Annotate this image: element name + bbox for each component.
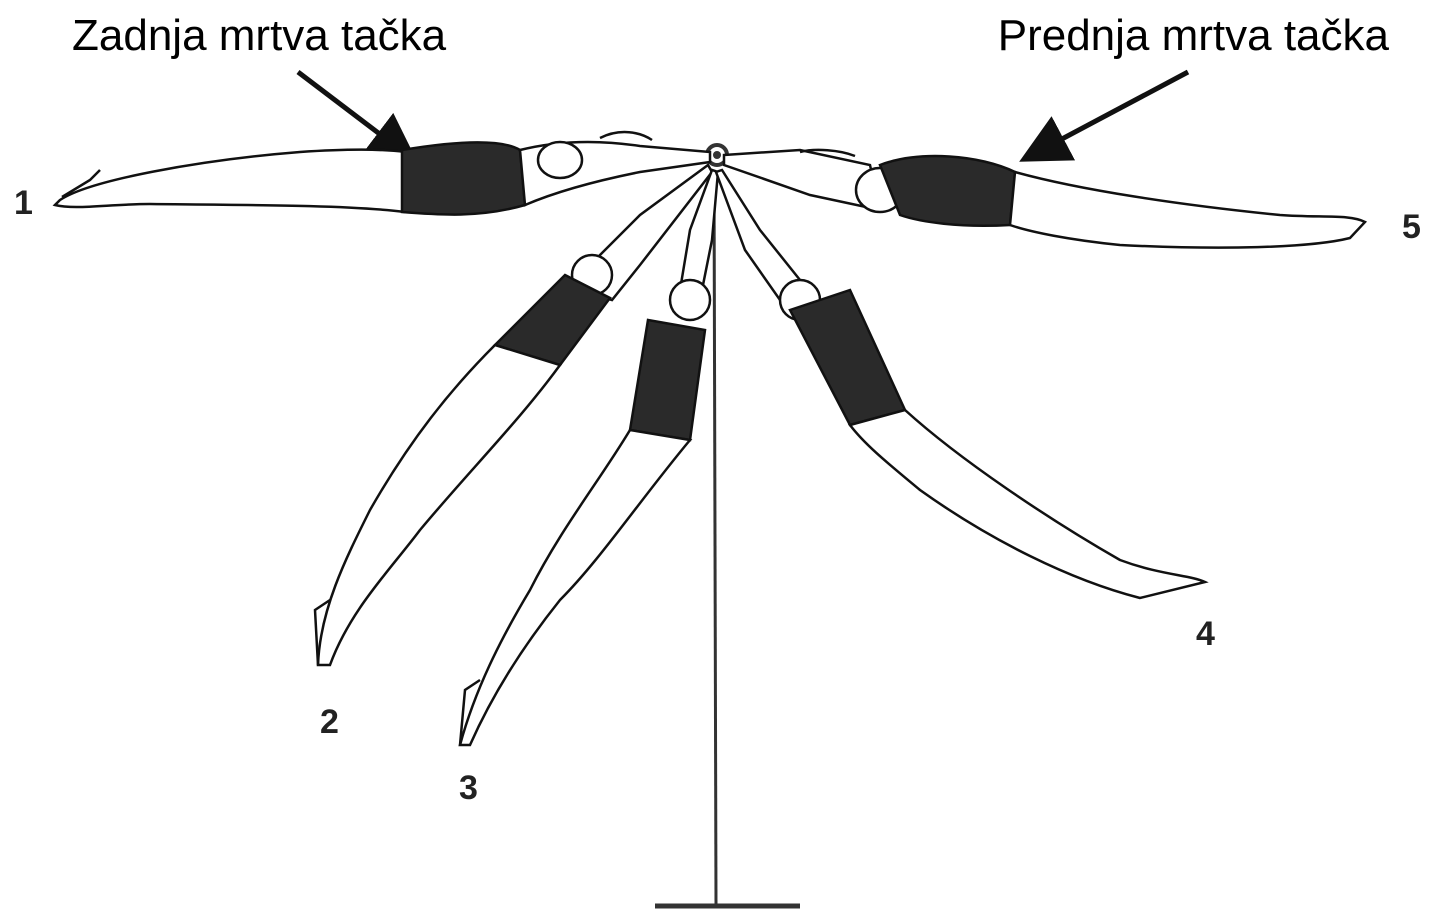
right-arrow [1028, 72, 1188, 157]
pole [714, 172, 716, 906]
position-number-2: 2 [320, 703, 339, 741]
position-number-4: 4 [1196, 615, 1215, 653]
suit [630, 320, 705, 440]
suit [880, 156, 1015, 226]
position-number-1: 1 [14, 184, 33, 222]
position-number-5: 5 [1402, 208, 1421, 246]
gymnast-position-5 [724, 150, 1365, 248]
suit [402, 142, 525, 214]
suit [790, 290, 905, 425]
gymnast-position-1 [55, 132, 710, 215]
left-arrow [298, 72, 410, 157]
position-number-3: 3 [459, 769, 478, 807]
